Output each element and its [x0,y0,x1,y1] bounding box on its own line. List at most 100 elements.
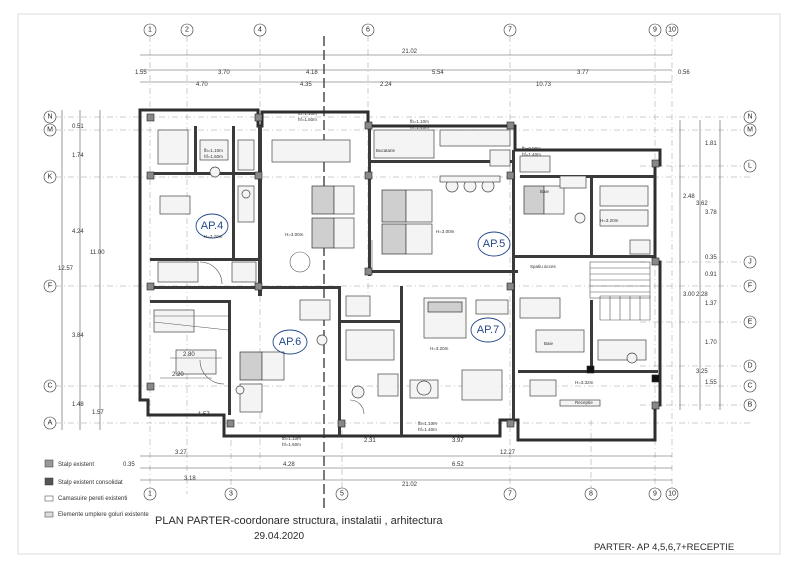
svg-text:3.78: 3.78 [705,210,717,216]
svg-text:5.54: 5.54 [432,70,444,76]
svg-text:N: N [747,114,752,121]
svg-text:3.97: 3.97 [452,438,464,444]
plan-title: PLAN PARTER-coordonare structura, instal… [155,515,443,527]
svg-text:0.35: 0.35 [123,462,135,468]
dimensions-left: 0.51 1.74 4.24 12.57 11.00 3.84 1.48 1.5… [58,110,105,430]
svg-text:2.20: 2.20 [172,372,184,378]
svg-text:D: D [747,363,752,370]
svg-text:10: 10 [668,27,676,34]
sheet-border [17,13,781,555]
svg-text:2.24: 2.24 [380,82,392,88]
svg-text:3.18: 3.18 [184,476,196,482]
svg-text:4.28: 4.28 [283,462,295,468]
svg-text:3.27: 3.27 [175,450,187,456]
columns [146,113,660,428]
svg-text:3: 3 [229,491,233,498]
svg-text:3.84: 3.84 [72,333,84,339]
svg-text:3.62: 3.62 [696,201,708,207]
svg-text:2.28: 2.28 [696,292,708,298]
svg-text:7: 7 [508,27,512,34]
svg-text:21.02: 21.02 [402,482,418,488]
svg-text:4: 4 [258,27,262,34]
svg-text:Bucatarie: Bucatarie [376,148,396,153]
svg-text:fb=1.10m: fb=1.10m [204,148,223,153]
svg-text:H=3.32m: H=3.32m [575,380,594,385]
furniture-living-mid [271,139,355,273]
svg-text:fb=0.90m: fb=0.90m [522,146,541,151]
plan-date: 29.04.2020 [254,531,305,542]
svg-text:fb=1.10m: fb=1.10m [282,436,301,441]
building-walls [138,108,662,442]
furniture-ap4 [157,129,257,285]
furniture-ap6 [153,299,331,413]
apartment-label-ap7: AP.7 [477,324,499,336]
svg-text:L: L [748,163,752,170]
svg-text:0.51: 0.51 [72,124,84,130]
apartment-label-ap6: AP.6 [279,336,301,348]
svg-text:1: 1 [148,27,152,34]
svg-text:M: M [47,127,53,134]
svg-text:4.18: 4.18 [306,70,318,76]
svg-text:H=3.20m: H=3.20m [430,346,449,351]
svg-text:Receptie: Receptie [575,400,593,405]
svg-text:hf=1.40m: hf=1.40m [418,427,437,432]
svg-text:0.35: 0.35 [705,255,717,261]
furniture-center-bath [345,295,399,415]
furniture-ap7 [409,295,651,407]
svg-text:12.57: 12.57 [58,266,74,272]
svg-text:hf=1.40m: hf=1.40m [410,125,429,130]
furniture-ap5-right [519,155,651,255]
svg-text:Stalp existent: Stalp existent [58,462,94,468]
svg-text:2.48: 2.48 [683,194,695,200]
svg-text:N: N [47,114,52,121]
svg-text:9: 9 [653,27,657,34]
legend-swatch-column [44,459,54,468]
svg-text:1: 1 [148,491,152,498]
svg-text:E: E [748,319,753,326]
svg-text:Elemente umplere goluri existe: Elemente umplere goluri existente [58,512,149,518]
grid-labels-left: N M K F C A [43,110,57,430]
svg-text:1.81: 1.81 [705,141,717,147]
legend: Stalp existent Stalp existent consolidat… [44,459,149,518]
svg-text:K: K [48,174,53,181]
svg-text:A: A [48,420,53,427]
svg-text:H=3.00m: H=3.00m [285,232,304,237]
svg-text:10.73: 10.73 [536,82,552,88]
svg-text:Stalp existent consolidat: Stalp existent consolidat [58,480,123,486]
svg-text:0.56: 0.56 [678,70,690,76]
svg-text:C: C [747,383,752,390]
svg-text:Baie: Baie [544,341,554,346]
apartment-label-ap5: AP.5 [483,238,505,250]
sheet-name: PARTER- AP 4,5,6,7+RECEPTIE [594,542,735,553]
svg-text:12.27: 12.27 [500,450,516,456]
svg-text:1.48: 1.48 [72,402,84,408]
svg-text:2.31: 2.31 [364,438,376,444]
svg-text:B: B [748,402,753,409]
svg-text:Camasuire pereti existenti: Camasuire pereti existenti [58,496,127,502]
svg-text:5: 5 [340,491,344,498]
grid-labels-right: N M L J F E D C B [743,110,757,412]
svg-text:3.25: 3.25 [696,369,708,375]
svg-text:2.80: 2.80 [183,352,195,358]
svg-text:1.70: 1.70 [705,340,717,346]
svg-text:3.77: 3.77 [577,70,589,76]
staircase [589,261,651,299]
svg-text:hf=1.60m: hf=1.60m [282,442,301,447]
svg-text:1.55: 1.55 [705,380,717,386]
dimensions-inner: 2.80 2.20 1.57 2.31 3.97 [160,352,464,444]
svg-text:6: 6 [366,27,370,34]
svg-text:10: 10 [668,491,676,498]
svg-text:11.00: 11.00 [90,250,105,256]
svg-text:7: 7 [508,491,512,498]
svg-text:1.37: 1.37 [705,301,717,307]
svg-text:21.02: 21.02 [402,49,418,55]
svg-text:4.70: 4.70 [196,82,208,88]
svg-text:Baie: Baie [540,189,550,194]
svg-text:H=3.20m: H=3.20m [600,218,619,223]
svg-text:F: F [748,283,752,290]
svg-text:0.91: 0.91 [705,272,717,278]
furniture-ap5 [371,129,511,270]
svg-text:fb=1.10m: fb=1.10m [418,421,437,426]
svg-text:fb=1.10m: fb=1.10m [298,111,317,116]
